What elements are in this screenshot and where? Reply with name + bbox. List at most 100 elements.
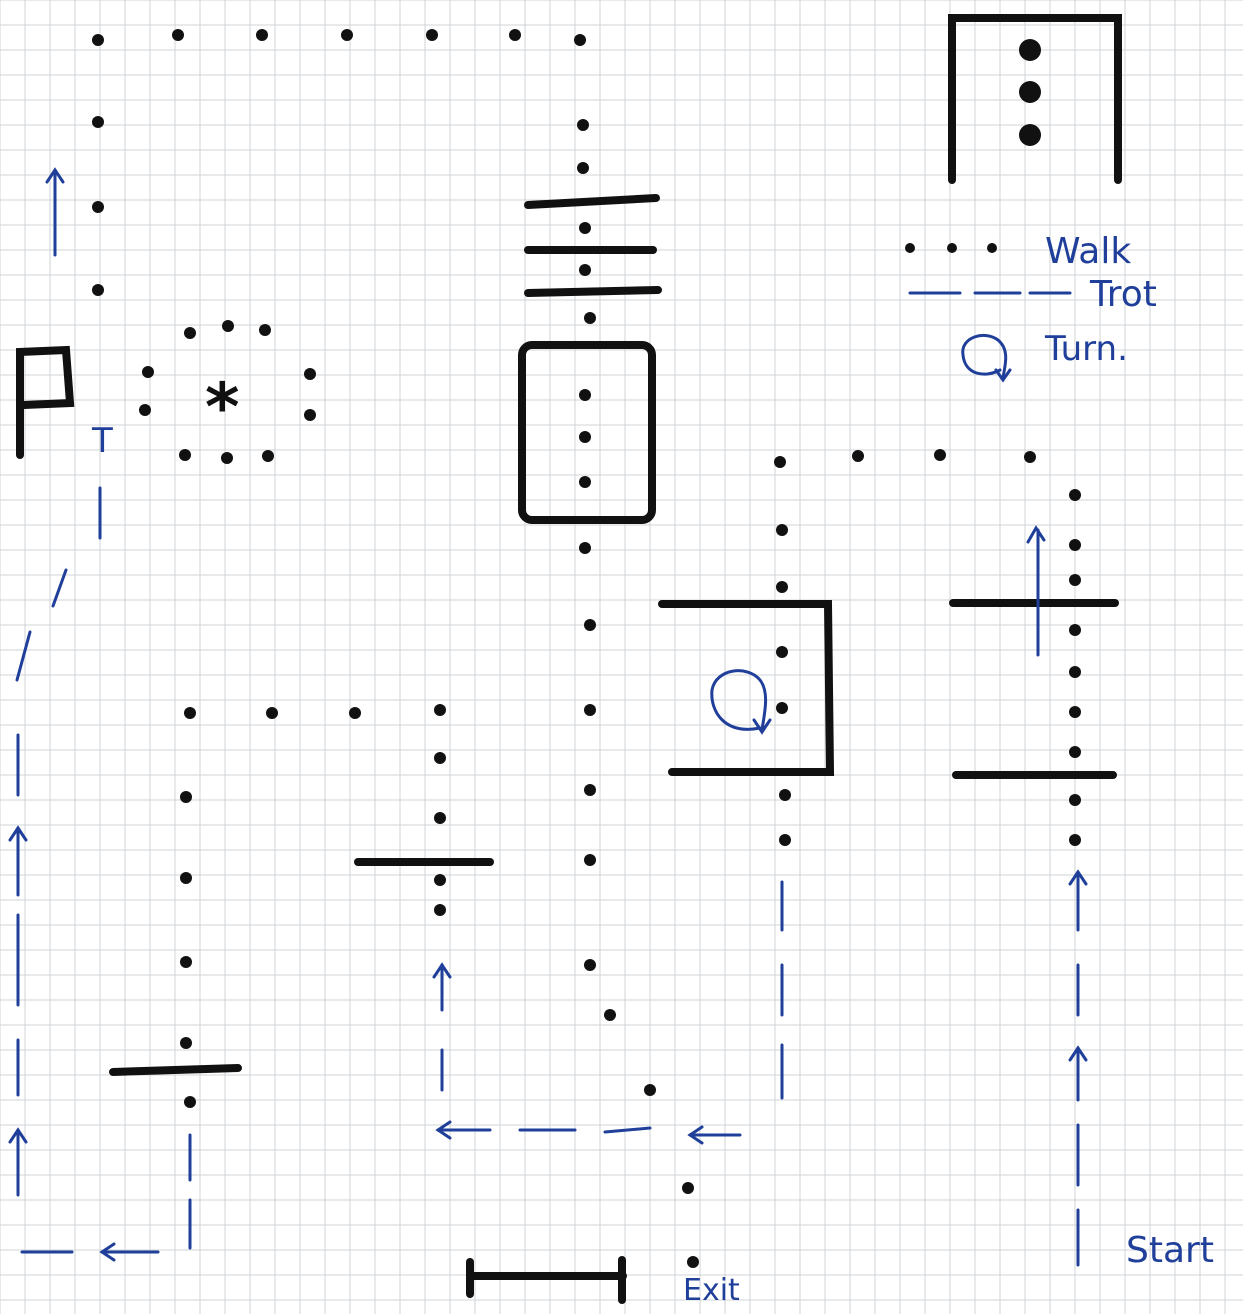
walk-dot (434, 904, 446, 916)
walk-dot (1069, 489, 1081, 501)
walk-dot (579, 222, 591, 234)
start-label: Start (1126, 1230, 1214, 1271)
walk-dot (184, 327, 196, 339)
walk-dot (574, 34, 586, 46)
walk-dot (1024, 451, 1036, 463)
trot-arrowhead (1068, 869, 1088, 886)
walk-dot (509, 29, 521, 41)
walk-dot (221, 452, 233, 464)
box-obstacle-top-right (948, 14, 1122, 184)
walk-dot (172, 29, 184, 41)
turn-icon (961, 334, 1008, 380)
walk-path-dots (92, 29, 1081, 1268)
course-labels: T Start Exit (91, 421, 1214, 1308)
box-dot (1019, 124, 1041, 146)
walk-dot (579, 431, 591, 443)
walk-dot (604, 1009, 616, 1021)
trot-arrowhead (99, 1242, 116, 1262)
walk-dot (1069, 834, 1081, 846)
walk-dot (776, 646, 788, 658)
trot-arrowhead (687, 1125, 704, 1145)
walk-dot (776, 581, 788, 593)
walk-dot (180, 956, 192, 968)
turn-icon (710, 669, 768, 732)
trot-dash (603, 1126, 652, 1134)
walk-dot (184, 1096, 196, 1108)
legend: Walk Trot Turn. (905, 231, 1157, 383)
walk-dot (142, 366, 154, 378)
trot-dash (15, 630, 32, 682)
walk-dot (682, 1182, 694, 1194)
walk-dot (579, 542, 591, 554)
legend-walk-dot (905, 243, 915, 253)
walk-dot (579, 476, 591, 488)
walk-dot (852, 450, 864, 462)
walk-dot (304, 368, 316, 380)
trot-arrowhead (8, 1127, 28, 1144)
walk-dot (577, 162, 589, 174)
box-obstacle-right (658, 600, 835, 776)
trot-path (8, 167, 1088, 1267)
walk-dot (1069, 539, 1081, 551)
pole-obstacle (109, 1064, 242, 1076)
walk-dot (776, 702, 788, 714)
walk-dot (262, 450, 274, 462)
walk-dot (1069, 746, 1081, 758)
trot-arrowhead (45, 167, 65, 184)
walk-dot (180, 872, 192, 884)
walk-dot (434, 704, 446, 716)
walk-dot (584, 312, 596, 324)
walk-dot (92, 116, 104, 128)
walk-dot (139, 404, 151, 416)
box-dot (1019, 81, 1041, 103)
star-marker-icon: * (205, 369, 240, 446)
walk-dot (259, 324, 271, 336)
walk-dot (1069, 574, 1081, 586)
walk-dot (584, 619, 596, 631)
box-obstacle-middle (518, 341, 656, 524)
walk-dot (434, 812, 446, 824)
walk-dot (304, 409, 316, 421)
walk-dot (256, 29, 268, 41)
trot-dash (51, 568, 68, 608)
walk-dot (579, 389, 591, 401)
walk-dot (92, 284, 104, 296)
legend-walk-dot (987, 243, 997, 253)
trot-arrowhead (1026, 525, 1046, 544)
legend-walk-label: Walk (1045, 231, 1131, 272)
walk-dot (584, 784, 596, 796)
box-dot (1019, 39, 1041, 61)
walk-dot (92, 201, 104, 213)
walk-dot (1069, 794, 1081, 806)
walk-dot (184, 707, 196, 719)
legend-walk-dot (947, 243, 957, 253)
walk-dot (1069, 624, 1081, 636)
exit-label: Exit (683, 1273, 740, 1308)
walk-dot (577, 119, 589, 131)
walk-dot (687, 1256, 699, 1268)
pole-marker-p (16, 345, 75, 459)
trot-arrowhead (435, 1120, 452, 1140)
walk-dot (434, 752, 446, 764)
legend-trot-label: Trot (1089, 274, 1157, 315)
walk-dot (776, 524, 788, 536)
walk-dot (584, 854, 596, 866)
walk-dot (349, 707, 361, 719)
walk-dot (1069, 666, 1081, 678)
pole-obstacle (524, 286, 662, 297)
walk-dot (774, 456, 786, 468)
walk-dot (434, 874, 446, 886)
pole-obstacle (524, 194, 660, 209)
walk-dot (426, 29, 438, 41)
trot-arrowhead (8, 825, 28, 842)
turn-icon-arrowhead (752, 718, 772, 735)
walk-dot (92, 34, 104, 46)
walk-dot (644, 1084, 656, 1096)
walk-dot (180, 1037, 192, 1049)
walk-dot (179, 449, 191, 461)
walk-dot (934, 449, 946, 461)
walk-dot (341, 29, 353, 41)
walk-dot (222, 320, 234, 332)
